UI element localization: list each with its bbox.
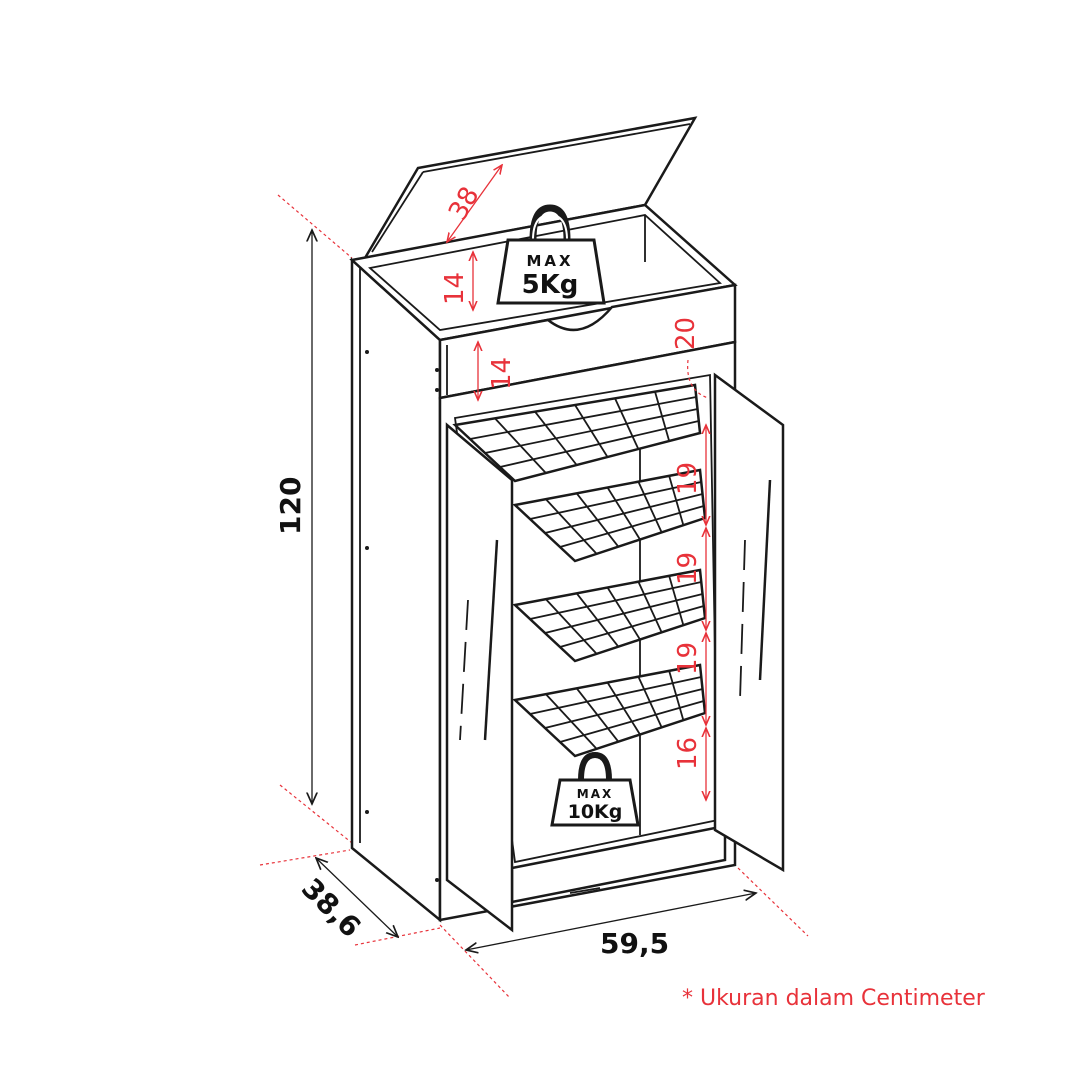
shelf-grid-line — [529, 481, 702, 520]
svg-text:19: 19 — [673, 552, 703, 585]
shelf-grid-line — [529, 581, 702, 620]
shelf-grid-line — [559, 505, 704, 548]
shelf-grid-line — [529, 676, 702, 715]
inner-dimensions: 38 14 14 20 19 19 19 16 — [440, 165, 708, 800]
weight-value: 5Kg — [522, 270, 579, 300]
side-panel — [350, 257, 442, 923]
width-label: 59,5 — [600, 927, 669, 960]
shelf-grid-line — [544, 688, 703, 729]
shelf-grid-line — [559, 605, 704, 648]
weight-icon-bottom: MAX 10Kg — [550, 751, 640, 827]
depth-label: 38,6 — [295, 872, 367, 944]
shelf-grid-line — [499, 420, 699, 468]
weight-icon-top: MAX 5Kg — [496, 204, 606, 305]
shelf-grid-line — [469, 396, 697, 440]
svg-text:20: 20 — [671, 317, 701, 350]
shelf-grid-line — [559, 700, 704, 743]
weight-value: 10Kg — [568, 801, 623, 823]
left-door[interactable] — [445, 422, 514, 933]
svg-text:19: 19 — [673, 462, 703, 495]
drawer-front — [438, 283, 737, 400]
height-label: 120 — [274, 477, 307, 535]
weight-max-label: MAX — [577, 787, 613, 801]
shelf-grid-line — [484, 408, 698, 454]
shoe-shelves — [452, 383, 707, 758]
shelf-grid-line — [544, 593, 703, 634]
side-holes — [365, 350, 439, 882]
weight-max-label: MAX — [526, 252, 573, 270]
svg-text:14: 14 — [440, 272, 470, 305]
svg-text:14: 14 — [487, 357, 517, 390]
shelf-grid-line — [544, 493, 703, 534]
right-door[interactable] — [713, 372, 785, 873]
svg-text:19: 19 — [673, 642, 703, 675]
svg-text:16: 16 — [673, 737, 703, 770]
unit-note: * Ukuran dalam Centimeter — [682, 986, 985, 1011]
